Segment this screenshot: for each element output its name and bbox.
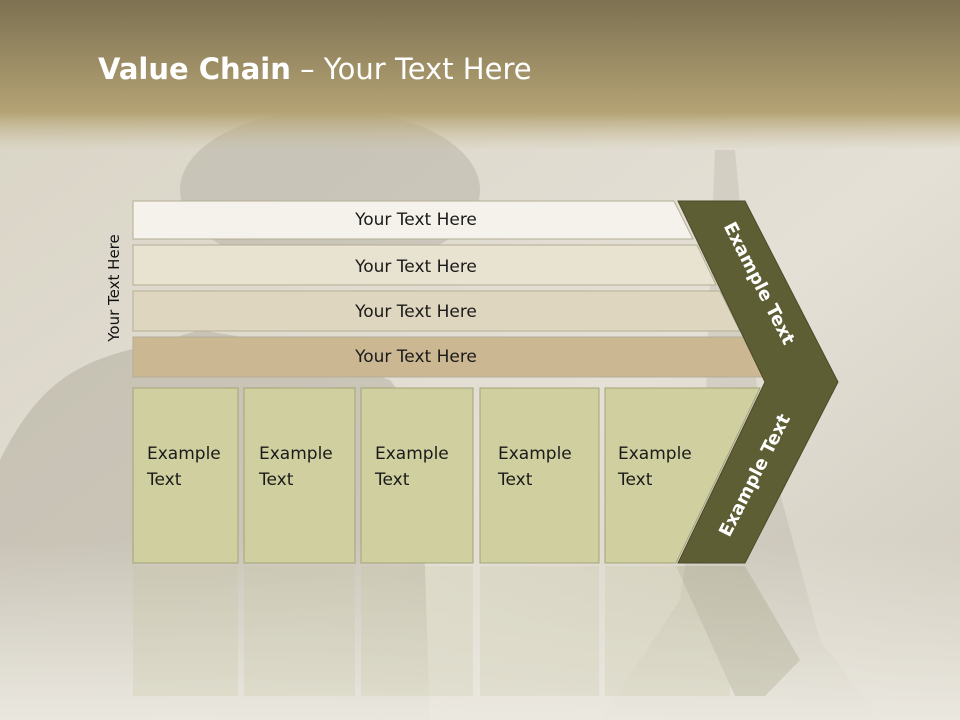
band-3-label: Your Text Here <box>354 302 477 322</box>
title-bold: Value Chain <box>98 52 291 86</box>
band-4-label: Your Text Here <box>354 347 477 367</box>
chevron <box>677 200 839 564</box>
box-4-line1: Example <box>498 444 572 464</box>
band-2 <box>132 244 717 286</box>
box-2 <box>243 387 356 564</box>
box-3-line1: Example <box>375 444 449 464</box>
box-5-line2: Text <box>617 470 653 490</box>
box-5-line1: Example <box>618 444 692 464</box>
box-1-line2: Text <box>146 470 182 490</box>
box-2-line1: Example <box>259 444 333 464</box>
slide-title: Value Chain – Your Text Here <box>98 52 532 86</box>
band-1 <box>132 200 694 240</box>
box-1 <box>132 387 239 564</box>
band-1-label: Your Text Here <box>354 210 477 230</box>
box-5 <box>604 387 761 564</box>
diagram-reflection <box>133 566 800 696</box>
box-3 <box>360 387 474 564</box>
box-3-line2: Text <box>374 470 410 490</box>
box-2-line2: Text <box>258 470 294 490</box>
title-rest: – Your Text Here <box>290 52 532 86</box>
band-2-label: Your Text Here <box>354 257 477 277</box>
box-1-line1: Example <box>147 444 221 464</box>
box-4 <box>479 387 600 564</box>
box-4-line2: Text <box>497 470 533 490</box>
